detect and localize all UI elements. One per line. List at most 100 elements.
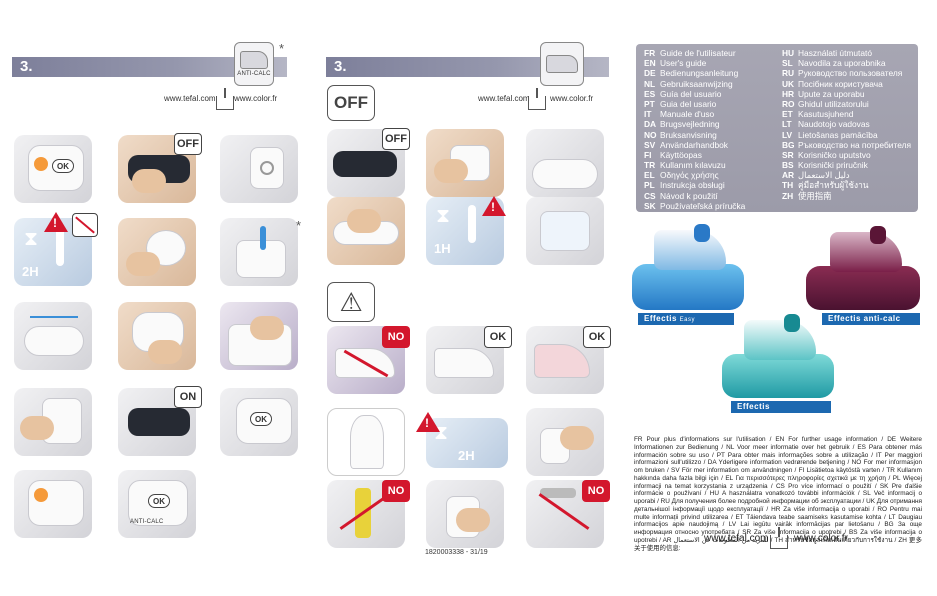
- off-sign: OFF: [327, 85, 375, 121]
- middle-section-number: 3.: [334, 58, 347, 75]
- no-badge-1: NO: [382, 326, 410, 348]
- blinking-light-icon: [34, 157, 48, 171]
- middle-link-color[interactable]: www.color.fr: [550, 94, 594, 103]
- left-link-color[interactable]: www.color.fr: [234, 94, 278, 103]
- mid-panel-12: [526, 408, 604, 476]
- middle-section-bar: 3.: [326, 57, 609, 77]
- product-image-effectis: [714, 312, 844, 404]
- tap-icon: [540, 488, 576, 498]
- product-image-anticalc: [800, 222, 930, 316]
- two-hours-label-mid: 2H: [458, 448, 475, 463]
- off-badge-mid: OFF: [382, 128, 410, 150]
- blinking-light-icon-2: [34, 488, 48, 502]
- mid-panel-2: [426, 129, 504, 197]
- step-panel-8: [118, 302, 196, 370]
- power-socket-icon: [260, 161, 274, 175]
- thermometer-icon: [56, 226, 64, 266]
- label-effectis-easy: Effectis Easy: [638, 313, 734, 325]
- asterisk-mark-2: *: [296, 218, 302, 233]
- ok-badge-1: OK: [484, 326, 512, 348]
- iron-on-base-icon: [546, 55, 578, 73]
- no-badge-3: NO: [582, 480, 610, 502]
- water-pour-icon: [260, 226, 266, 250]
- step-panel-6: [220, 218, 298, 286]
- middle-link-tefal[interactable]: www.tefal.com: [478, 94, 530, 103]
- step-panel-12: OK: [220, 388, 298, 456]
- hourglass-icon-mid: ⧗: [436, 205, 451, 227]
- on-badge: ON: [174, 386, 202, 408]
- hourglass-icon: ⧗: [24, 228, 39, 250]
- anticalc-icon: ANTI-CALC: [234, 42, 274, 86]
- document-code: 1820003338 - 31/19: [425, 549, 488, 556]
- left-link-tefal[interactable]: www.tefal.com: [164, 94, 216, 103]
- step-panel-10: [14, 388, 92, 456]
- product-image-easy: [624, 222, 754, 316]
- anticalc-small-icon: ANTI-CALC: [130, 519, 164, 525]
- mid-panel-6: [526, 197, 604, 265]
- anticalc-caption: ANTI-CALC: [237, 71, 271, 77]
- bottom-download-icon: [770, 527, 790, 549]
- step-panel-13: [14, 470, 92, 538]
- double-arrow-icon: [30, 316, 78, 318]
- one-hour-label: 1H: [434, 241, 451, 256]
- iron-cradle-icon: [540, 42, 584, 86]
- no-plug-icon: [72, 213, 98, 237]
- iron-soleplate-icon: [240, 51, 268, 69]
- warning-icon-left: !: [44, 212, 68, 232]
- label-effectis: Effectis: [731, 401, 831, 413]
- caution-triangle-icon: ⚠: [327, 282, 375, 322]
- warning-icon-mid-2: !: [416, 412, 440, 432]
- ok-badge-2: OK: [583, 326, 611, 348]
- no-badge-2: NO: [382, 480, 410, 502]
- step-panel-1: OK: [14, 135, 92, 203]
- step-panel-7: [14, 302, 92, 370]
- left-section-number: 3.: [20, 58, 33, 75]
- mid-panel-10: [327, 408, 405, 476]
- step-panel-3: [220, 135, 298, 203]
- middle-download-icon: [528, 88, 548, 110]
- left-section-bar: 3.: [12, 57, 287, 77]
- label-effectis-anticalc: Effectis anti-calc: [822, 313, 920, 325]
- two-hours-label: 2H: [22, 264, 39, 279]
- step-panel-9: [220, 302, 298, 370]
- ok-button-icon: OK: [52, 159, 74, 173]
- bottom-link-color[interactable]: www.color.fr: [794, 533, 848, 544]
- asterisk-mark: *: [279, 41, 285, 56]
- warning-icon-mid: !: [482, 196, 506, 216]
- off-badge: OFF: [174, 133, 202, 155]
- bottom-link-tefal[interactable]: www.tefal.com: [704, 533, 769, 544]
- left-download-icon: [216, 88, 236, 110]
- mid-panel-14: [426, 480, 504, 548]
